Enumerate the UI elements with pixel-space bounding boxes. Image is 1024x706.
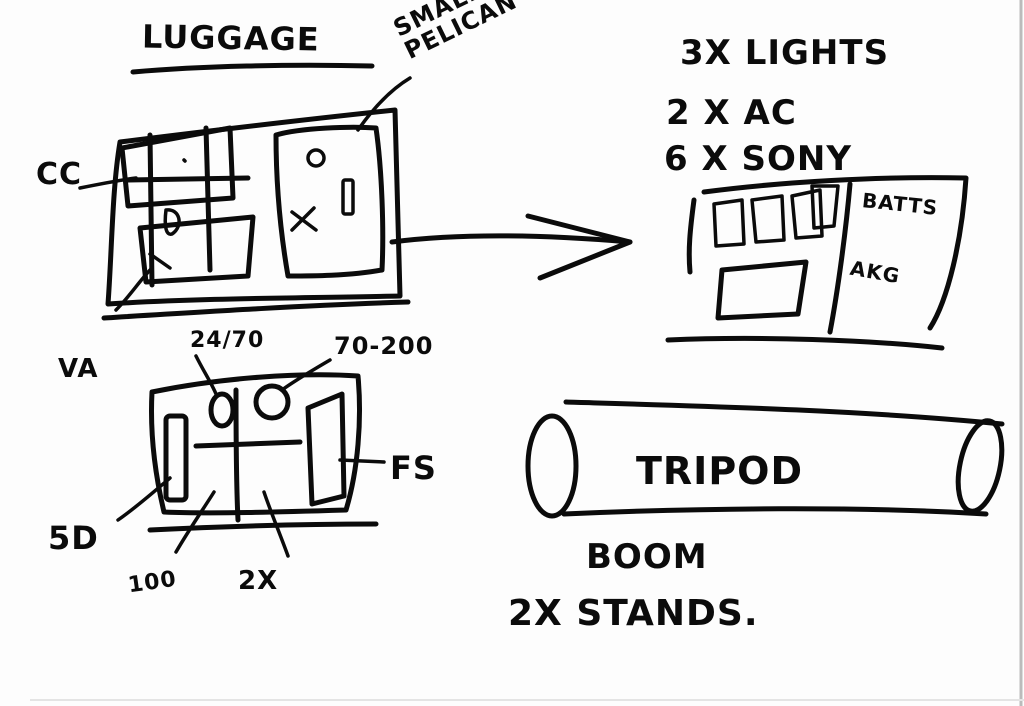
lens-case-center-divider	[233, 387, 241, 523]
tripod-tube-left-cap	[525, 413, 579, 519]
lens-case-outline	[149, 372, 362, 516]
five-d-body-slot	[163, 413, 189, 503]
tripod-label: TRIPOD	[636, 449, 804, 493]
boom-label: BOOM	[586, 537, 708, 577]
small-pelican-case	[273, 124, 386, 279]
tripod-tube-right-cap	[955, 418, 1005, 514]
va-label: VA	[58, 354, 99, 384]
luggage-case	[78, 76, 412, 321]
lights-line-2: 2 X AC	[666, 93, 797, 133]
fs-leader	[338, 458, 386, 464]
tripod-tube-top	[563, 399, 1005, 427]
lens-70-200-leader	[280, 358, 332, 392]
tripod-tube-bottom	[561, 506, 989, 517]
light-head-3	[790, 188, 824, 240]
light-head-2	[750, 194, 786, 244]
va-leader-line	[114, 266, 154, 312]
pelican-round-item	[306, 148, 326, 168]
lights-case-outline	[701, 175, 969, 331]
pelican-x-mark	[290, 206, 318, 232]
pelican-leader-line	[356, 76, 412, 132]
two-x-lens-label: 2X	[238, 566, 279, 596]
lights-case-base	[665, 335, 945, 351]
two-x-leader	[262, 490, 290, 558]
five-d-leader	[116, 476, 172, 522]
cc-divider-h	[125, 175, 251, 183]
lens-70-200-label: 70-200	[334, 332, 434, 360]
luggage-case-outline	[105, 107, 403, 307]
lens-24-70-label: 24/70	[190, 328, 265, 353]
luggage-underline	[130, 62, 375, 75]
arrow-head	[525, 213, 633, 281]
cc-divider-v2	[203, 125, 213, 273]
va-hatch	[148, 252, 172, 270]
cc-label: CC	[36, 157, 83, 192]
cc-case-block	[119, 125, 236, 209]
cc-dot	[182, 158, 187, 163]
va-d-glyph	[163, 208, 181, 236]
stands-label: 2X STANDS.	[508, 593, 759, 634]
five-d-label: 5D	[48, 519, 99, 557]
cc-leader-line	[78, 176, 138, 190]
fs-label: FS	[390, 449, 437, 487]
tripod-tube	[525, 399, 1005, 519]
lights-line-3: 6 X SONY	[664, 139, 853, 179]
lens-24-70-slot	[208, 391, 236, 429]
lens-100-leader	[174, 490, 216, 554]
lens-case-cross-divider	[193, 439, 303, 449]
lens-case	[116, 354, 386, 558]
light-head-1	[712, 198, 746, 248]
lens-case-base	[147, 521, 379, 533]
cc-divider-v	[147, 132, 155, 288]
light-panel	[715, 259, 809, 321]
lights-case-left-wall	[686, 197, 697, 275]
pelican-rect-item	[341, 178, 355, 216]
va-block	[137, 214, 256, 285]
luggage-title: LUGGAGE	[141, 17, 320, 59]
lights-case	[665, 175, 969, 351]
lights-case-divider	[827, 181, 853, 335]
arrow-shaft	[389, 233, 633, 245]
light-head-4	[810, 184, 840, 230]
lights-line-1: 3X LIGHTS	[680, 33, 890, 73]
fs-body-slot	[305, 391, 347, 507]
lens-70-200-slot	[253, 383, 291, 421]
lens-24-70-leader	[194, 354, 218, 396]
luggage-base-line	[101, 299, 411, 321]
